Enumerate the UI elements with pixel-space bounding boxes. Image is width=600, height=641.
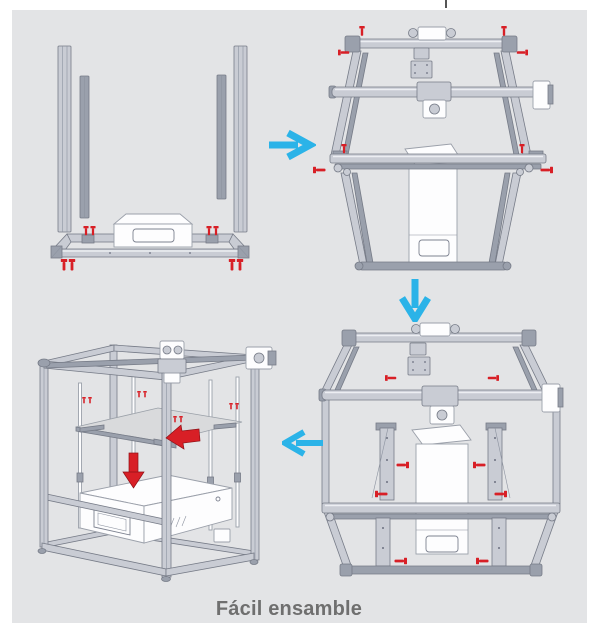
mid-beam — [321, 502, 561, 522]
step2-upper-gantry-figure — [313, 26, 554, 271]
side-struts — [330, 50, 532, 266]
step1-base-and-uprights-figure — [50, 45, 250, 271]
flow-arrow-down-icon — [399, 279, 431, 322]
top-gantry — [37, 340, 277, 384]
bottom-beam — [339, 563, 543, 577]
hanging-bracket — [410, 47, 433, 79]
caption-facil-ensamble: Fácil ensamble — [215, 598, 363, 620]
control-box — [112, 213, 194, 248]
flow-arrow-left-icon — [282, 429, 323, 457]
z-carriage-plates-lower — [375, 517, 507, 567]
vertical-extrusion-rails — [57, 45, 248, 233]
red-insert-arrow-icon — [165, 424, 201, 450]
top-beam — [341, 322, 537, 347]
step4-finished-printer-figure — [37, 340, 277, 582]
red-down-arrow-icon — [122, 452, 145, 489]
frame-posts-and-beams — [37, 344, 260, 582]
mid-beam — [329, 150, 547, 176]
build-plate — [75, 407, 243, 449]
top-edge-artifact-mark — [445, 0, 447, 8]
bottom-beam — [354, 261, 512, 271]
extruder-carriage — [421, 385, 459, 425]
z-carriage-plates-upper — [371, 422, 511, 501]
flow-arrow-right-icon — [269, 129, 316, 161]
top-beam — [344, 26, 518, 53]
step3-z-axis-figure — [318, 322, 564, 577]
hanging-bracket — [407, 342, 431, 376]
extruder-carriage — [416, 81, 452, 119]
bed-column — [411, 424, 472, 555]
